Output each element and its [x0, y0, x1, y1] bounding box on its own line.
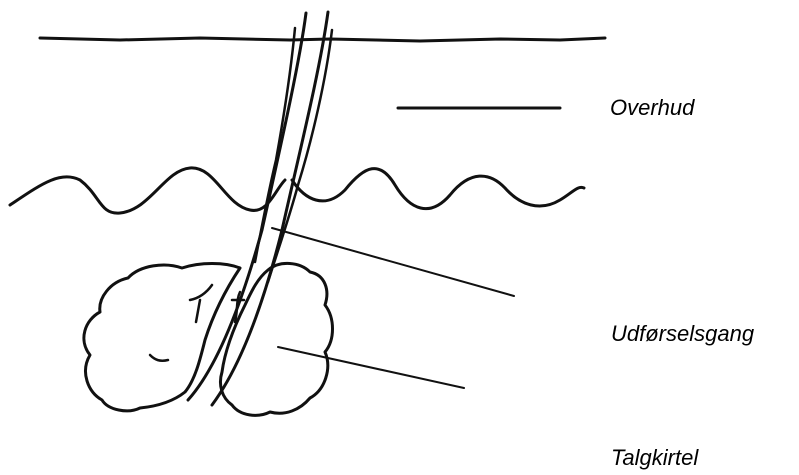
- follicle-wall-left: [255, 28, 295, 262]
- leader-line-talgkirtel: [278, 347, 464, 388]
- sebaceous-gland-left-lobe: [84, 264, 240, 411]
- leader-line-udforselsgang: [272, 228, 514, 296]
- sebaceous-gland-right-lobe: [220, 263, 332, 415]
- label-udforselsgang: Udførselsgang: [611, 323, 754, 345]
- gland-duct-mark-bottom: [150, 355, 168, 361]
- gland-duct-mark-left: [190, 285, 212, 322]
- label-talgkirtel: Talgkirtel: [611, 447, 698, 469]
- label-overhud: Overhud: [610, 97, 694, 119]
